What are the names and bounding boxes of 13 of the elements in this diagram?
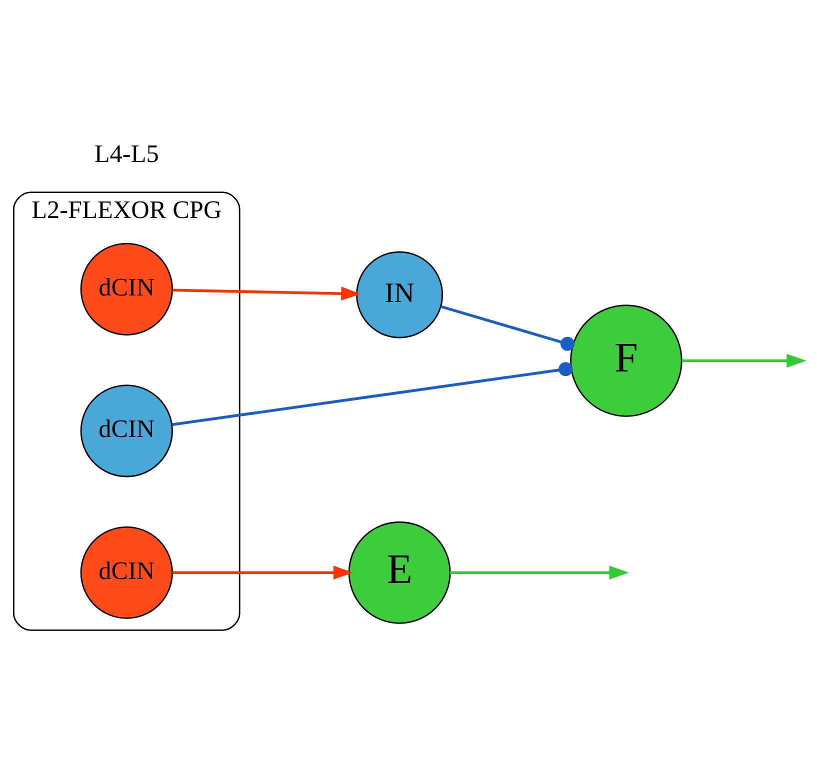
connector <box>172 362 573 426</box>
node-circle: dCIN <box>80 384 173 478</box>
node-circle: dCIN <box>80 526 173 619</box>
label: L4-L5 <box>94 140 159 168</box>
node-circle: E <box>348 521 451 624</box>
arrow <box>682 354 806 368</box>
node-circle: IN <box>356 251 444 338</box>
arrow <box>172 286 361 300</box>
node-circle: dCIN <box>80 242 173 336</box>
connector <box>440 305 575 351</box>
node-circle: F <box>570 304 682 417</box>
arrow <box>450 566 629 580</box>
arrow <box>172 566 354 580</box>
